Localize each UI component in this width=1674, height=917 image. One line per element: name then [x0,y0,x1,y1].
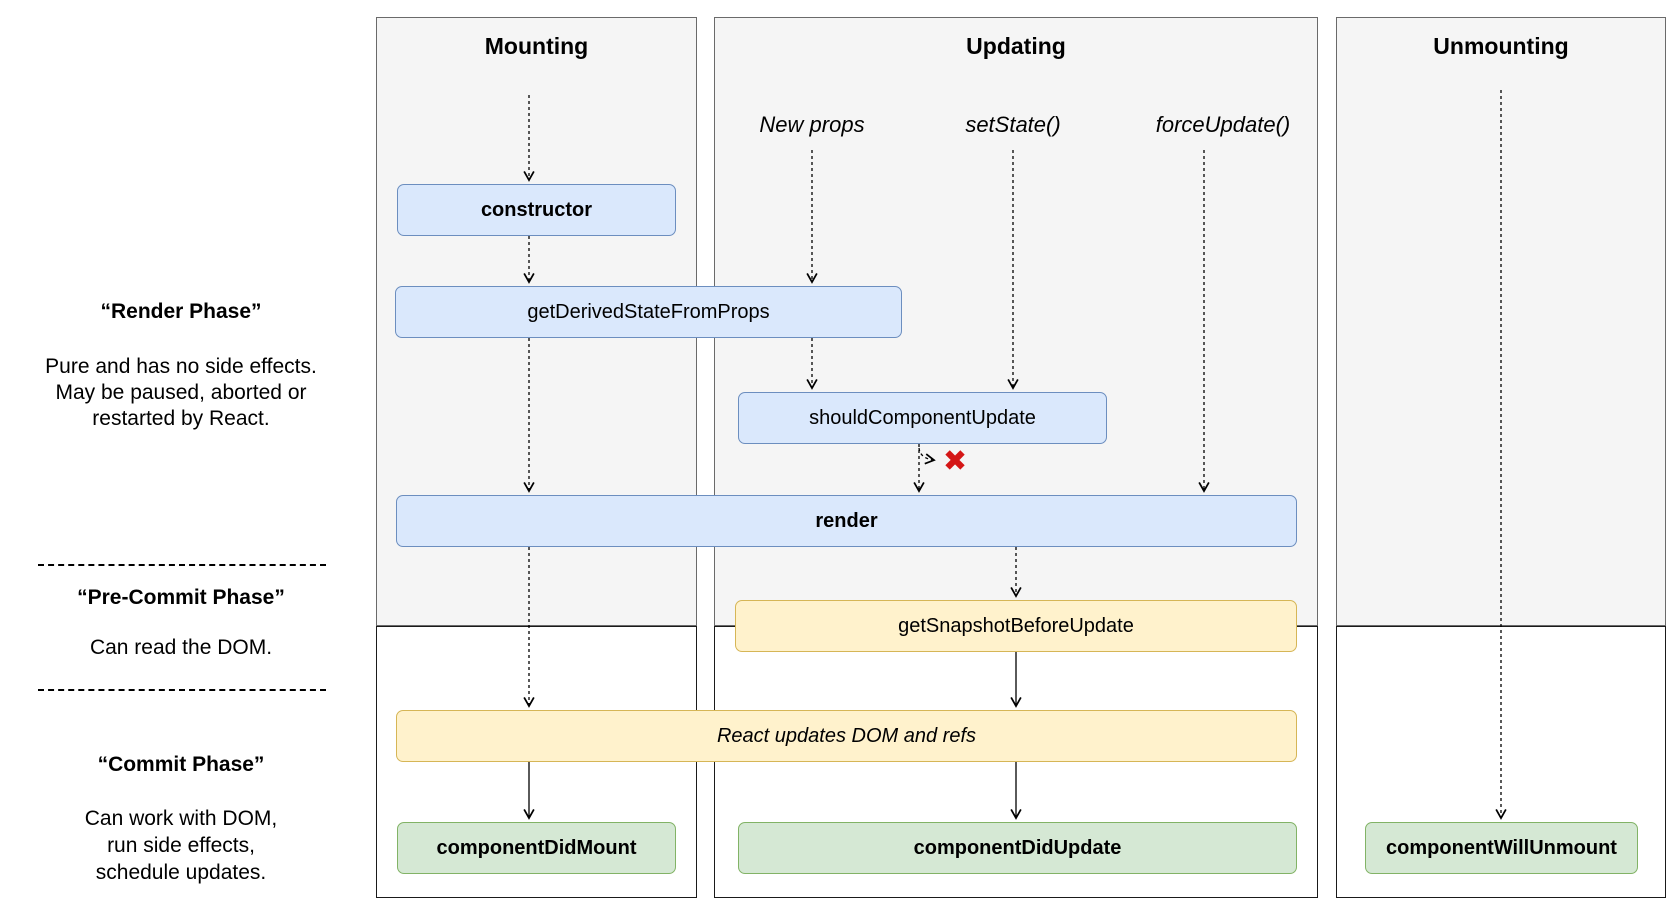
node-label: getSnapshotBeforeUpdate [898,614,1134,637]
node-get-derived-state-from-props: getDerivedStateFromProps [395,286,902,338]
node-label: getDerivedStateFromProps [527,300,770,323]
render-phase-line: May be paused, aborted or [55,381,307,404]
node-should-component-update: shouldComponentUpdate [738,392,1107,444]
phase-divider-bottom [38,689,326,691]
commit-phase-line: schedule updates. [95,861,267,884]
node-component-did-mount: componentDidMount [397,822,676,874]
pre-commit-phase-description: Can read the DOM. [20,635,342,661]
column-title-unmounting: Unmounting [1433,33,1569,59]
arrow-scu-false-branch [918,447,936,465]
trigger-new-props: New props [759,112,865,137]
phase-divider-top [38,564,326,566]
node-component-will-unmount: componentWillUnmount [1365,822,1638,874]
node-render: render [396,495,1297,547]
column-title-updating: Updating [966,33,1066,59]
node-label: componentDidUpdate [913,836,1122,859]
trigger-forceupdate: forceUpdate() [1155,112,1291,137]
render-phase-description: Pure and has no side effects. May be pau… [20,354,342,432]
node-constructor: constructor [397,184,676,236]
node-label: componentWillUnmount [1386,836,1617,859]
trigger-setstate: setState() [965,112,1061,137]
commit-phase-description: Can work with DOM, run side effects, sch… [20,805,342,886]
update-stopped-icon: ✖ [942,445,968,478]
commit-phase-title: “Commit Phase” [97,753,265,776]
node-label: React updates DOM and refs [716,724,976,747]
commit-phase-line: run side effects, [107,834,255,857]
node-label: shouldComponentUpdate [809,406,1036,429]
node-component-did-update: componentDidUpdate [738,822,1297,874]
node-label: componentDidMount [436,836,637,859]
render-phase-title: “Render Phase” [100,300,262,323]
node-label: constructor [480,198,593,221]
pre-commit-phase-title: “Pre-Commit Phase” [77,586,285,609]
node-label: render [815,509,878,532]
pre-commit-line: Can read the DOM. [89,636,273,659]
column-title-mounting: Mounting [484,33,589,59]
node-react-updates-dom: React updates DOM and refs [396,710,1297,762]
render-phase-line: Pure and has no side effects. [45,355,317,378]
render-phase-line: restarted by React. [92,407,270,430]
node-get-snapshot-before-update: getSnapshotBeforeUpdate [735,600,1297,652]
commit-phase-line: Can work with DOM, [84,807,278,830]
